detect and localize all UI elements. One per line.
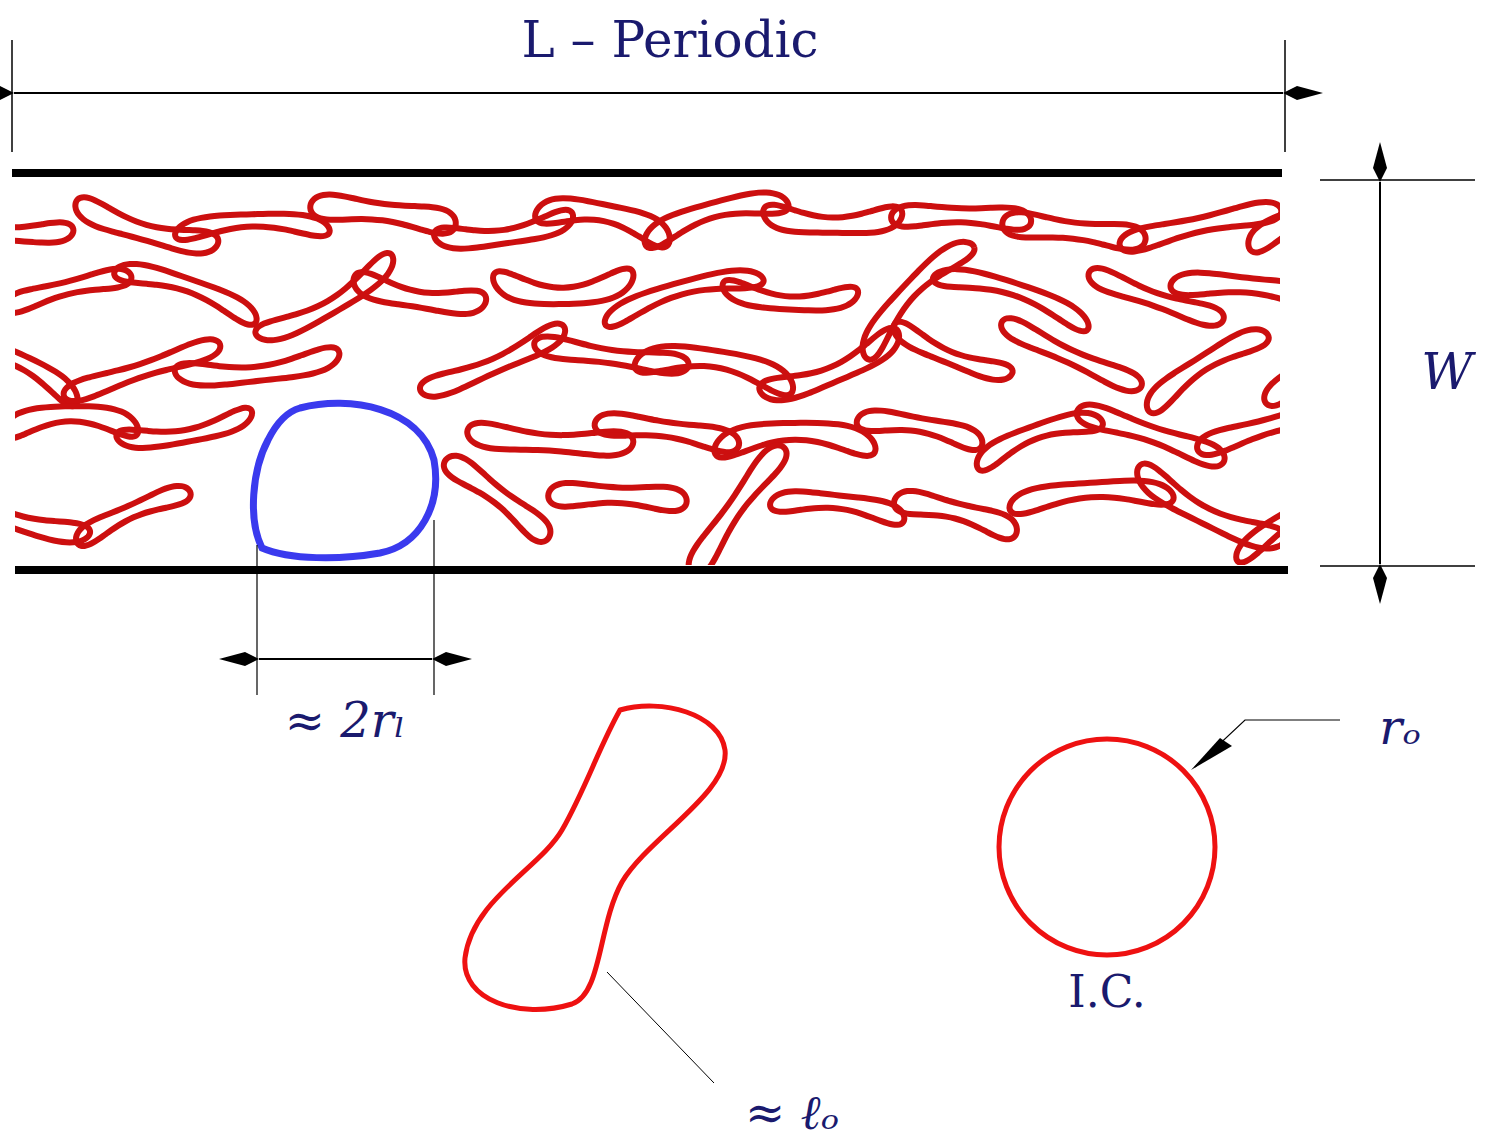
initial-circle	[999, 739, 1215, 955]
red-vesicle	[114, 264, 256, 325]
width-label: W	[1421, 347, 1472, 397]
red-vesicle	[15, 337, 78, 407]
red-vesicle	[493, 268, 633, 304]
red-vesicle	[891, 205, 1031, 230]
red-vesicle	[1137, 464, 1280, 549]
width-dimension	[1320, 180, 1475, 566]
diameter-label: ≈ 2rₗ	[285, 696, 406, 744]
red-vesicle	[310, 195, 456, 234]
red-vesicle	[894, 491, 1017, 539]
channel-wall	[12, 173, 1288, 570]
length-label: ≈ ℓₒ	[745, 1088, 839, 1136]
radius-label: rₒ	[1379, 703, 1420, 751]
red-vesicle	[893, 322, 1012, 380]
red-vesicle	[863, 242, 975, 360]
red-vesicle	[15, 219, 73, 243]
red-vesicle	[444, 456, 551, 542]
leader-line	[607, 972, 714, 1083]
red-vesicle	[723, 280, 859, 311]
red-vesicles	[15, 190, 1280, 565]
red-vesicle	[770, 491, 904, 525]
red-vesicle	[714, 423, 875, 458]
leader-arrowhead	[1191, 738, 1232, 770]
red-vesicle	[1002, 212, 1145, 249]
initial-condition-label: I.C.	[1068, 970, 1145, 1014]
red-vesicle	[759, 328, 899, 401]
red-vesicle	[175, 347, 340, 385]
red-vesicle	[1248, 190, 1280, 253]
red-vesicle	[635, 346, 793, 395]
vesicle-shape	[465, 706, 725, 1009]
red-vesicle	[76, 486, 191, 546]
red-vesicle	[467, 423, 633, 456]
red-vesicle	[763, 205, 902, 233]
red-vesicle	[1147, 329, 1269, 413]
red-vesicle	[1001, 318, 1142, 391]
red-vesicle	[1264, 305, 1280, 406]
red-vesicle	[434, 210, 573, 249]
red-vesicle	[1197, 400, 1280, 455]
period-label: L – Periodic	[522, 15, 819, 65]
red-vesicle	[933, 269, 1089, 331]
red-vesicle	[75, 197, 218, 253]
red-vesicle	[548, 483, 686, 511]
diameter-dimension	[257, 520, 434, 695]
red-vesicle	[116, 408, 252, 448]
red-vesicle	[857, 410, 983, 450]
red-vesicle	[64, 339, 221, 401]
red-vesicle	[1236, 476, 1280, 563]
red-vesicle	[175, 214, 330, 240]
red-vesicle	[605, 270, 764, 327]
red-vesicle	[354, 272, 487, 314]
red-vesicle	[1171, 273, 1280, 310]
red-vesicle	[535, 198, 670, 247]
red-vesicle	[1009, 481, 1173, 515]
large-vesicle	[253, 403, 435, 557]
